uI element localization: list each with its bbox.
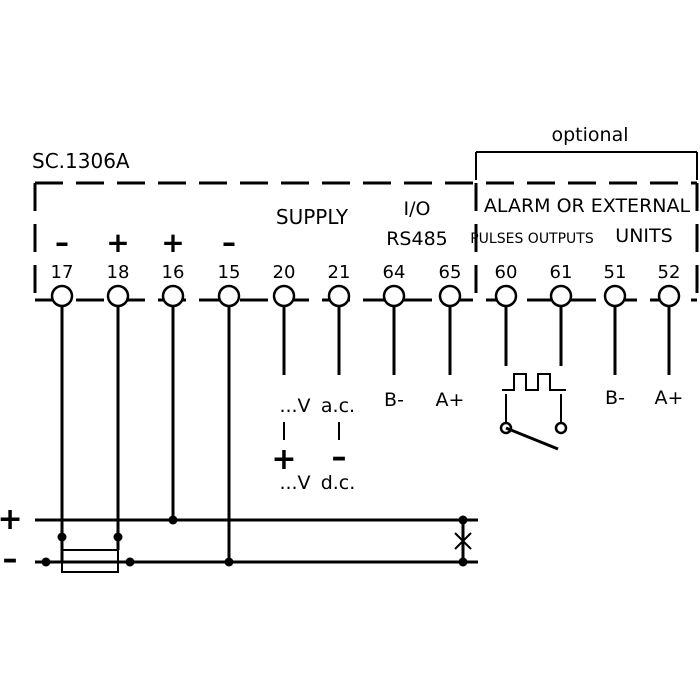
rs485-label: RS485 xyxy=(386,228,448,250)
supply-lines: + – xyxy=(0,502,478,577)
terminal-51: 51 xyxy=(603,262,627,308)
pulse-output-symbol xyxy=(499,373,568,451)
dc-label: d.c. xyxy=(321,472,356,494)
terminal-60: 60 xyxy=(494,262,518,308)
terminal-polarity: + xyxy=(106,226,129,259)
terminal-screw xyxy=(327,284,351,308)
junction-dots xyxy=(41,515,468,567)
optional-bracket xyxy=(475,151,698,180)
terminal-screw xyxy=(494,284,518,308)
terminal-number: 17 xyxy=(51,262,74,283)
terminal-number: 65 xyxy=(439,262,462,283)
terminal-64: 64 xyxy=(382,262,406,308)
io-label: I/O xyxy=(404,198,431,220)
terminal-52: 52 xyxy=(657,262,681,308)
terminal-screw xyxy=(50,284,74,308)
terminal-screw xyxy=(272,284,296,308)
terminal-number: 60 xyxy=(495,262,518,283)
dc-voltage-label: ...V xyxy=(279,472,310,494)
supply-ac-dc-labels: ...V a.c. + – ...V d.c. xyxy=(271,395,355,494)
dc-minus-label: – xyxy=(332,440,347,475)
terminal-screw xyxy=(161,284,185,308)
terminal-screw xyxy=(438,284,462,308)
terminal-number: 21 xyxy=(328,262,351,283)
rs485-b-label: B- xyxy=(384,389,404,411)
ac-label: a.c. xyxy=(321,395,355,417)
terminal-number: 20 xyxy=(273,262,296,283)
terminal-number: 16 xyxy=(162,262,185,283)
cross-icon xyxy=(454,532,472,550)
dc-plus-label: + xyxy=(271,442,296,477)
terminal-leads xyxy=(60,306,671,562)
fuse-icon xyxy=(61,549,119,573)
terminal-block: – 17 + 18 + 16 – 15 20 21 64 xyxy=(50,226,681,308)
terminal-17: – 17 xyxy=(50,226,74,308)
contact-right-icon xyxy=(554,421,568,435)
terminal-21: 21 xyxy=(327,262,351,308)
terminal-number: 18 xyxy=(107,262,130,283)
ac-voltage-label: ...V xyxy=(279,395,310,417)
terminal-screw xyxy=(657,284,681,308)
terminal-number: 51 xyxy=(604,262,627,283)
terminal-screw xyxy=(217,284,241,308)
supply-label: SUPPLY xyxy=(276,205,349,229)
terminal-65: 65 xyxy=(438,262,462,308)
minus-line-label: – xyxy=(3,542,18,577)
terminal-20: 20 xyxy=(272,262,296,308)
terminal-polarity: + xyxy=(161,226,184,259)
terminal-polarity: – xyxy=(55,226,69,259)
optional-label: optional xyxy=(551,124,628,146)
switch-blade-icon xyxy=(505,426,559,451)
device-model-label: SC.1306A xyxy=(32,149,130,173)
terminal-screw xyxy=(603,284,627,308)
alarm-external-label: ALARM OR EXTERNAL xyxy=(484,195,691,217)
device-enclosure xyxy=(33,181,699,302)
units-b-label: B- xyxy=(605,387,625,409)
terminal-polarity: – xyxy=(222,226,236,259)
terminal-screw xyxy=(106,284,130,308)
plus-line-label: + xyxy=(0,502,23,537)
terminal-screw xyxy=(549,284,573,308)
units-a-label: A+ xyxy=(655,387,684,409)
units-label: UNITS xyxy=(615,225,672,247)
terminal-16: + 16 xyxy=(161,226,185,308)
terminal-61: 61 xyxy=(549,262,573,308)
terminal-number: 61 xyxy=(550,262,573,283)
pulses-outputs-label: PULSES OUTPUTS xyxy=(470,231,594,247)
terminal-number: 52 xyxy=(658,262,681,283)
terminal-15: – 15 xyxy=(217,226,241,308)
terminal-screw xyxy=(382,284,406,308)
terminal-18: + 18 xyxy=(106,226,130,308)
rs485-a-label: A+ xyxy=(436,389,465,411)
terminal-number: 15 xyxy=(218,262,241,283)
terminal-number: 64 xyxy=(383,262,406,283)
pulse-waveform-icon xyxy=(502,373,566,391)
